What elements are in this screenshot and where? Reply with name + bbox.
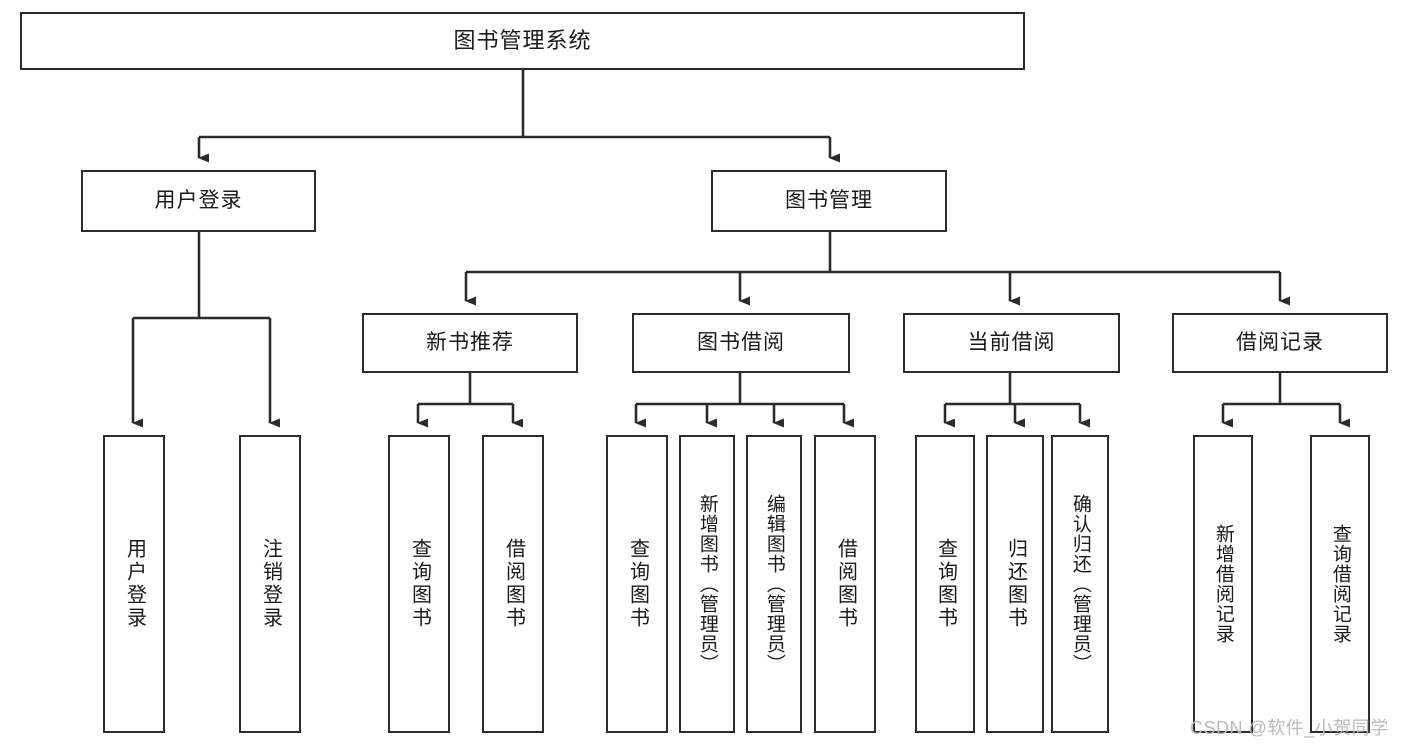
node-user-login[interactable]: 用户登录 <box>81 170 316 232</box>
leaf-query-books-current[interactable]: 查询图书 <box>915 435 975 733</box>
leaf-label: 借阅图书 <box>834 538 857 630</box>
node-new-book-recommendation[interactable]: 新书推荐 <box>362 313 578 373</box>
leaf-label: 编辑图书（管理员） <box>763 494 785 674</box>
leaf-label: 查询图书 <box>934 538 957 630</box>
leaf-add-book-admin[interactable]: 新增图书（管理员） <box>679 435 735 733</box>
leaf-label: 注销登录 <box>259 538 282 630</box>
leaf-borrow-books-borrowing[interactable]: 借阅图书 <box>814 435 876 733</box>
leaf-label: 借阅图书 <box>502 538 525 630</box>
leaf-label: 归还图书 <box>1004 538 1027 630</box>
leaf-query-books-borrowing[interactable]: 查询图书 <box>606 435 668 733</box>
csdn-watermark: CSDN @软件_小贺同学 <box>1190 718 1389 738</box>
leaf-user-login[interactable]: 用户登录 <box>103 435 165 733</box>
leaf-label: 新增图书（管理员） <box>696 494 718 674</box>
node-root-book-management-system[interactable]: 图书管理系统 <box>20 12 1025 70</box>
node-borrowing-records[interactable]: 借阅记录 <box>1172 313 1388 373</box>
node-book-management[interactable]: 图书管理 <box>711 170 947 232</box>
leaf-logout[interactable]: 注销登录 <box>239 435 301 733</box>
leaf-return-books[interactable]: 归还图书 <box>986 435 1044 733</box>
leaf-add-borrowing-record[interactable]: 新增借阅记录 <box>1193 435 1253 733</box>
node-book-borrowing[interactable]: 图书借阅 <box>632 313 850 373</box>
leaf-query-borrowing-record[interactable]: 查询借阅记录 <box>1310 435 1370 733</box>
leaf-label: 确认归还（管理员） <box>1069 494 1091 674</box>
leaf-label: 查询图书 <box>626 538 649 630</box>
leaf-borrow-books-recommendation[interactable]: 借阅图书 <box>482 435 544 733</box>
leaf-label: 用户登录 <box>123 538 146 630</box>
leaf-label: 查询图书 <box>408 538 431 630</box>
leaf-confirm-return-admin[interactable]: 确认归还（管理员） <box>1051 435 1109 733</box>
leaf-edit-book-admin[interactable]: 编辑图书（管理员） <box>746 435 802 733</box>
node-current-borrowing[interactable]: 当前借阅 <box>903 313 1120 373</box>
leaf-label: 查询借阅记录 <box>1329 524 1351 644</box>
leaf-query-books-recommendation[interactable]: 查询图书 <box>388 435 450 733</box>
leaf-label: 新增借阅记录 <box>1212 524 1234 644</box>
